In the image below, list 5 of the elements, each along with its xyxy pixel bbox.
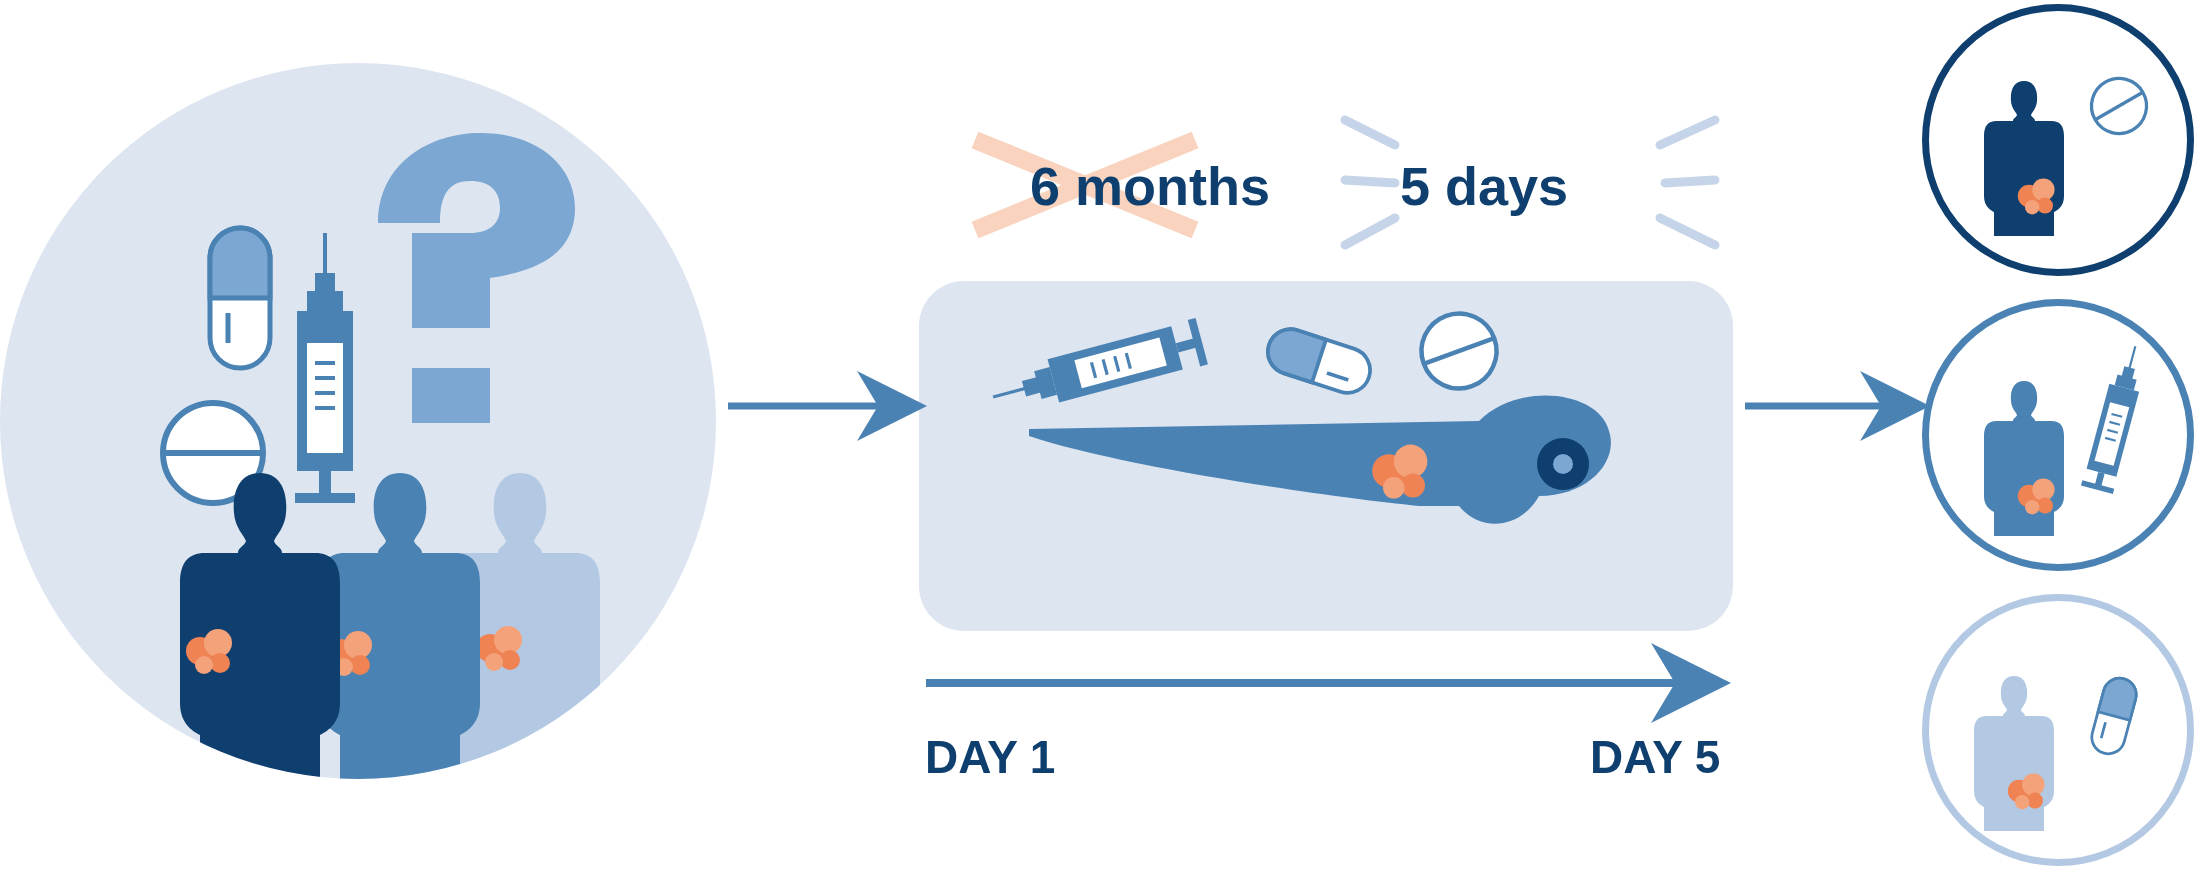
crossed-out-duration: 6 months: [1030, 155, 1271, 217]
day-label: DAY 1: [925, 730, 1056, 784]
duration-text: 5 days: [1400, 155, 1569, 217]
assay-panel: [919, 281, 1733, 631]
day-label: DAY 5: [1590, 730, 1721, 784]
